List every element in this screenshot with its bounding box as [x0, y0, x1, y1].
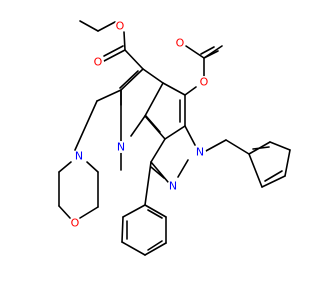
label-mask — [174, 37, 186, 49]
bond — [150, 138, 166, 163]
bond — [252, 146, 270, 150]
bond — [203, 139, 227, 153]
bond — [164, 125, 186, 140]
bond — [142, 68, 164, 84]
bond — [200, 46, 215, 55]
bond — [147, 209, 163, 219]
bond — [144, 204, 167, 218]
morpholine-nitrogen-label: N — [75, 150, 83, 163]
bond — [147, 240, 163, 251]
morpholine-oxygen-label: O — [71, 217, 80, 230]
label-mask — [194, 146, 206, 158]
label-mask — [198, 76, 210, 88]
bond — [130, 115, 146, 137]
label-mask — [69, 217, 81, 229]
bond — [124, 49, 144, 70]
bond — [122, 204, 146, 218]
bond — [184, 86, 197, 96]
bond-lines — [58, 20, 291, 256]
bond — [120, 68, 144, 91]
indole-nitrogen-label: N — [117, 141, 125, 154]
structure-diagram: O O O O N O N N N — [58, 20, 291, 256]
bond — [144, 82, 164, 117]
bond — [264, 170, 283, 182]
bond — [177, 159, 189, 178]
molecule-canvas: O O O O N O N N N — [58, 19, 291, 256]
bond — [58, 205, 71, 219]
label-mask — [92, 56, 104, 68]
ester-carbonyl-oxygen-label: O — [94, 56, 103, 69]
pyrazole-nitrogen-2-label: N — [169, 180, 177, 193]
bond — [284, 149, 291, 177]
bond — [121, 241, 146, 256]
bond — [248, 153, 263, 188]
bond — [74, 100, 98, 151]
acetoxy-oxygen-label: O — [200, 76, 209, 89]
ester-single-oxygen-label: O — [116, 20, 125, 33]
label-mask — [115, 141, 127, 153]
bond — [103, 45, 124, 57]
pyrazole-nitrogen-1-label: N — [196, 146, 204, 159]
bond — [123, 31, 126, 51]
bond — [145, 115, 161, 133]
bond — [225, 139, 250, 155]
bond — [185, 45, 205, 59]
bond — [58, 161, 72, 173]
bond — [103, 49, 126, 62]
acetyl-carbonyl-oxygen-label: O — [176, 37, 185, 50]
atom-labels: O O O O N O N N N — [69, 20, 210, 230]
bond — [269, 141, 291, 151]
label-mask — [114, 20, 126, 32]
bond — [121, 216, 124, 243]
bond — [261, 175, 286, 188]
bond — [86, 161, 99, 173]
bond — [97, 21, 116, 32]
bond — [150, 166, 165, 179]
bond — [184, 125, 196, 146]
bond — [162, 82, 186, 96]
label-mask — [167, 180, 179, 192]
bond — [119, 70, 139, 89]
bond — [144, 242, 167, 256]
bond — [79, 206, 99, 219]
bond — [203, 45, 223, 59]
bond — [150, 161, 169, 183]
label-mask — [73, 150, 85, 162]
bond — [96, 89, 122, 102]
bond — [79, 20, 99, 32]
bond — [144, 161, 152, 206]
